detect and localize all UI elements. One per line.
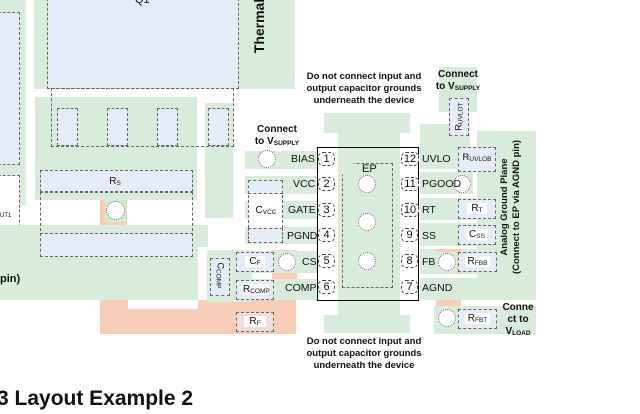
- pin-7: 7: [401, 280, 418, 294]
- rfbb-label: RFBB: [465, 256, 490, 267]
- exposed-pad: [342, 163, 393, 288]
- pin-name-ss: SS: [422, 230, 437, 242]
- ep-copper-top: [338, 130, 400, 150]
- cvcc-pad: [248, 180, 283, 194]
- q1-footprint: [47, 0, 239, 89]
- analog-ground-plane-label: Analog Ground Plane(Connect to EP via AG…: [499, 139, 522, 275]
- css-label: CSS: [466, 229, 488, 240]
- ep-via: [358, 252, 376, 270]
- vload-via: [438, 309, 456, 327]
- pin-name-pgood: PGOOD: [422, 178, 462, 190]
- fb-via: [438, 253, 456, 271]
- top-note: Do not connect input and output capacito…: [306, 71, 422, 106]
- ep-via: [358, 213, 376, 231]
- ruvlot-label: RUVLOT: [453, 102, 465, 131]
- component-pad: [0, 12, 20, 165]
- pin-12: 12: [401, 152, 419, 166]
- fb-node: [436, 300, 461, 306]
- pin-10: 10: [401, 203, 419, 217]
- pin-name-fb: FB: [422, 256, 436, 268]
- rcomp-label: RCOMP: [243, 284, 270, 295]
- pin-4: 4: [318, 228, 335, 242]
- pin-name-comp: COMP: [285, 282, 317, 294]
- pin-name-gate: GATE: [288, 204, 316, 216]
- gap: [128, 300, 198, 309]
- ruvlob-component: [458, 147, 496, 172]
- gap: [420, 246, 477, 249]
- pin-partial-label: pin): [0, 273, 21, 285]
- rs-pad: [40, 170, 193, 192]
- pin-name-rt: RT: [422, 204, 436, 216]
- pin-name-uvlo: UVLO: [422, 153, 451, 165]
- pin-name-pgnd: PGND: [287, 230, 318, 242]
- q1-label: Q1: [135, 0, 150, 6]
- pin-11: 11: [401, 177, 419, 191]
- ep-label: EP: [362, 163, 377, 175]
- thermal-label: Thermal: [251, 0, 268, 54]
- ep-via: [358, 175, 376, 193]
- gap: [420, 220, 477, 223]
- q1-pin: [107, 108, 128, 146]
- bias-via: [258, 150, 276, 168]
- cout-pad: [40, 233, 193, 257]
- ep-copper-bottom: [324, 315, 410, 333]
- agnd-trace: [420, 278, 477, 300]
- rt-label: RT: [467, 203, 487, 214]
- pin-name-agnd: AGND: [422, 282, 453, 294]
- gap: [420, 274, 477, 278]
- ground-copper: [198, 225, 208, 247]
- rs-label: RS: [109, 176, 121, 187]
- cf-label: CF: [245, 256, 265, 267]
- pin-3: 3: [318, 203, 335, 217]
- pin-name-bias: BIAS: [291, 153, 315, 165]
- q1-pin: [57, 108, 78, 146]
- ep-copper-top: [324, 113, 410, 133]
- pin-name-vcc: VCC: [293, 178, 316, 190]
- cvcc-pad: [248, 228, 283, 243]
- ccomp-component: [210, 258, 230, 296]
- figure-title: 3 Layout Example 2: [0, 387, 194, 410]
- pin-8: 8: [401, 254, 418, 268]
- pin-9: 9: [401, 228, 418, 242]
- ruvlob-label: RUVLOB: [462, 152, 492, 163]
- pin-1: 1: [318, 152, 335, 166]
- bottom-note: Do not connect input and output capacito…: [306, 336, 422, 371]
- rfbt-label: RFBT: [465, 313, 490, 324]
- q1-pin: [157, 108, 178, 146]
- ep-copper-bottom: [338, 298, 400, 318]
- pin-2: 2: [318, 177, 335, 191]
- ut1-label: UT1: [0, 213, 12, 219]
- ruvlot-component: [449, 98, 469, 136]
- pgood-via: [453, 175, 471, 193]
- pin-6: 6: [318, 280, 335, 294]
- q1-gate-pin: [208, 108, 229, 146]
- pin-name-cs: CS: [302, 256, 317, 268]
- q1-lead-outline: [51, 88, 234, 147]
- pin-5: 5: [318, 254, 335, 268]
- cs-via: [278, 253, 296, 271]
- ccomp-label: CCOMP: [214, 262, 226, 289]
- rf-label: RF: [244, 316, 266, 327]
- via: [106, 201, 125, 220]
- cvcc-label: CVCC: [255, 205, 277, 216]
